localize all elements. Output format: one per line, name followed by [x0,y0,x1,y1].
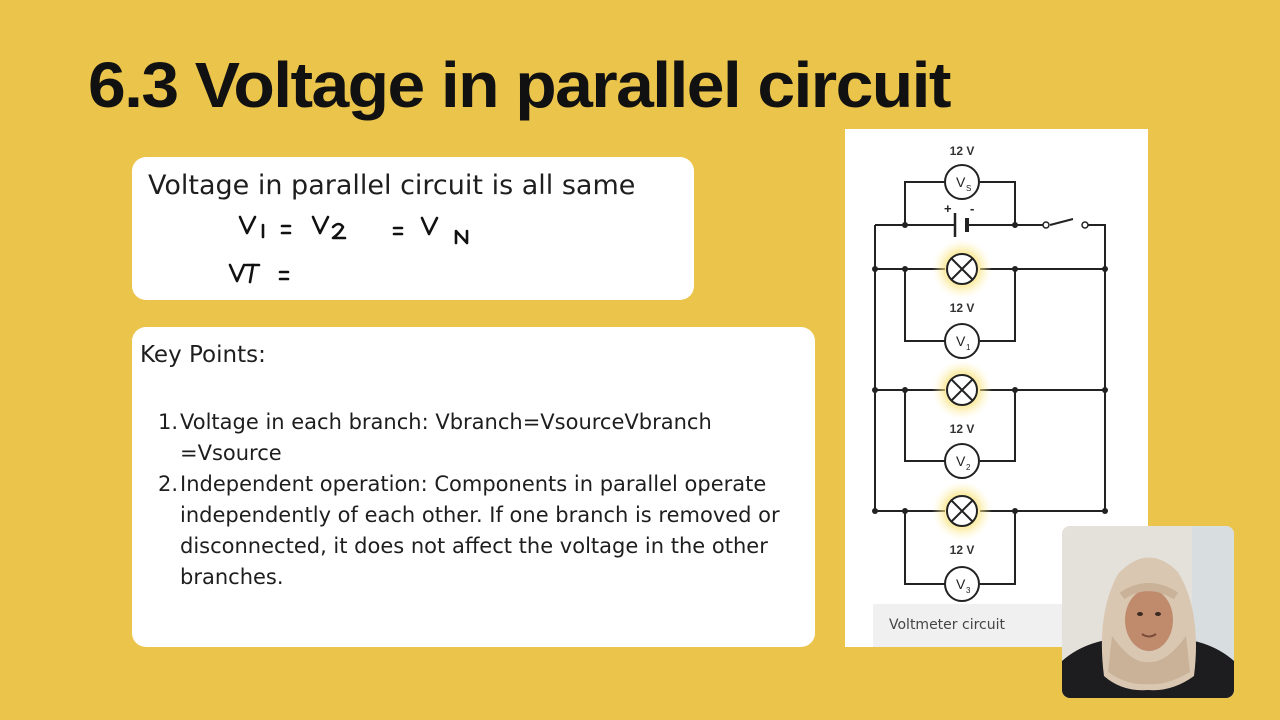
voltmeter-subscript: S [966,184,971,193]
circuit-figure: 12 V 12 V 12 V 12 V V S V 1 V 2 V 3 + - … [845,129,1148,647]
battery-negative-label: - [970,201,974,216]
lamp-icon [932,360,992,420]
voltmeter-icon [944,566,980,602]
voltmeter-subscript: 2 [966,463,971,472]
voltmeter-reading: 12 V [950,144,975,158]
summary-statement: Voltage in parallel circuit is all same [148,170,636,201]
voltmeter-reading: 12 V [950,301,975,315]
key-points-heading: Key Points: [140,342,266,368]
voltmeter-subscript: 1 [966,343,971,352]
voltmeter-icon [944,164,980,200]
handwritten-equation-annotation [228,215,469,284]
list-item-text: Voltage in each branch: Vbranch=VsourceV… [180,410,712,434]
voltmeter-reading: 12 V [950,422,975,436]
list-item-number: 1. [158,410,179,434]
key-points-list: 1. Voltage in each branch: Vbranch=Vsour… [158,407,805,593]
voltmeter-icon [944,443,980,479]
list-item-text: Independent operation: Components in par… [180,472,780,589]
parallel-circuit-diagram: 12 V 12 V 12 V 12 V V S V 1 V 2 V 3 + - [872,144,1108,602]
list-item-number: 2. [158,472,179,496]
voltmeter-symbol: V [956,333,966,349]
summary-card: Voltage in parallel circuit is all same [132,157,694,300]
key-points-card: Key Points: 1. Voltage in each branch: V… [132,327,815,647]
voltmeter-reading: 12 V [950,543,975,557]
presenter-video-icon [1062,526,1234,698]
voltmeter-symbol: V [956,174,966,190]
figure-caption: Voltmeter circuit [889,617,1005,633]
list-item: 2. Independent operation: Components in … [158,469,805,593]
list-item: 1. Voltage in each branch: Vbranch=Vsour… [158,407,805,469]
voltmeter-icon [944,323,980,359]
voltmeter-subscript: 3 [966,586,971,595]
list-item-continuation: =Vsource [180,441,282,465]
voltmeter-symbol: V [956,453,966,469]
voltmeter-symbol: V [956,576,966,592]
presenter-webcam [1062,526,1234,698]
battery-positive-label: + [944,201,952,216]
lamp-icon [932,239,992,299]
slide-title: 6.3 Voltage in parallel circuit [88,49,951,121]
lamp-icon [932,481,992,541]
